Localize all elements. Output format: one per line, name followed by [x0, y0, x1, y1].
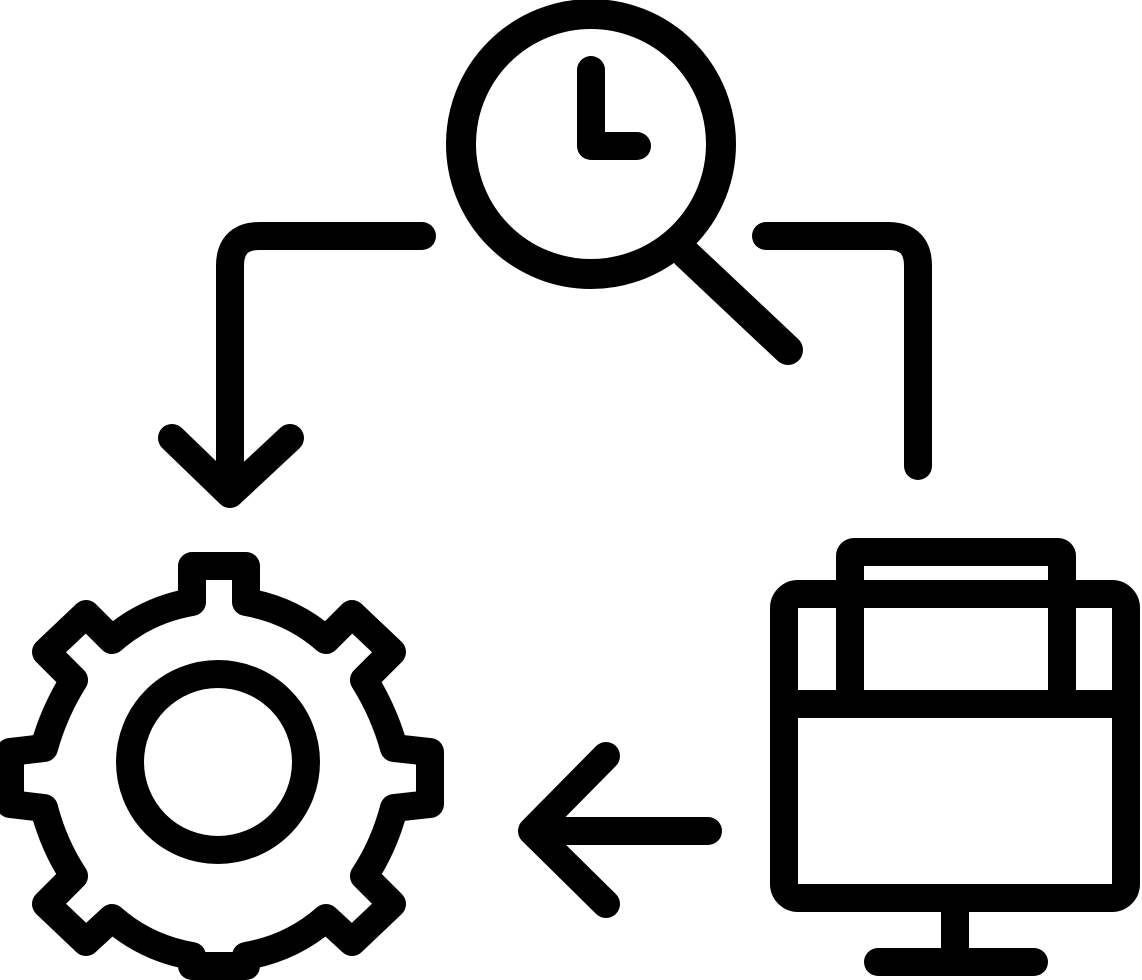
gear-icon: [0, 552, 444, 980]
clock-search-icon: [446, 0, 803, 365]
magnifier-lens: [446, 0, 736, 289]
arrow-down-head: [158, 424, 304, 508]
connector-left: [216, 222, 436, 506]
connector-right: [752, 222, 932, 480]
magnifier-handle: [671, 239, 803, 365]
arrow-left-head: [518, 742, 620, 918]
arrow-left-icon: [518, 742, 722, 918]
printer-paper: [836, 538, 1076, 718]
arrow-down-icon: [158, 222, 436, 508]
gear-outline: [0, 552, 444, 980]
monitor-printer-icon: [770, 538, 1140, 976]
gear-hub: [116, 660, 320, 864]
connector-right-icon: [752, 222, 932, 480]
clock-hands-icon: [577, 56, 651, 160]
